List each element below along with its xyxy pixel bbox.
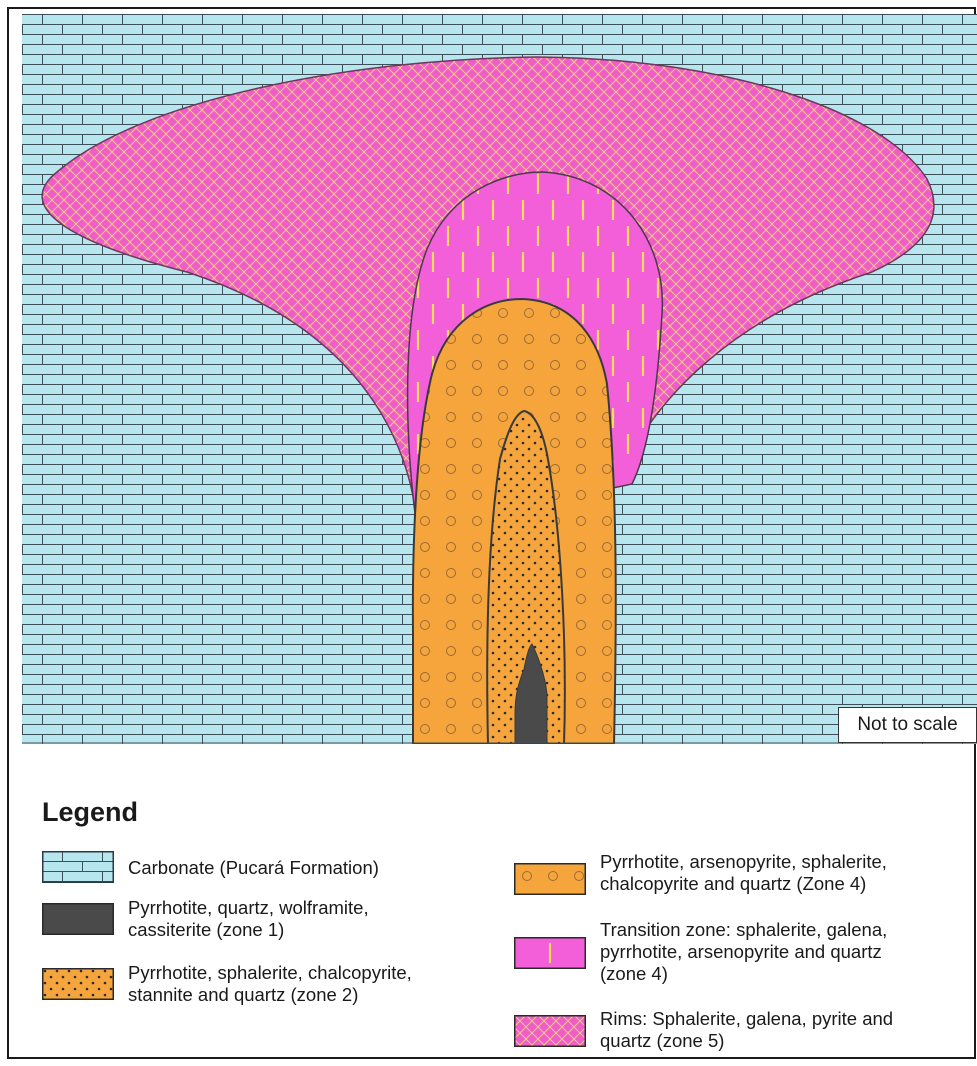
legend-item-transition: Transition zone: sphalerite, galena, pyr…	[514, 937, 887, 985]
zoning-diagram	[22, 14, 977, 744]
legend-label: stannite and quartz (zone 2)	[128, 984, 412, 1006]
legend-label: chalcopyrite and quartz (Zone 4)	[600, 873, 887, 895]
legend-label: quartz (zone 5)	[600, 1030, 893, 1052]
legend-label: (zone 4)	[600, 963, 887, 985]
legend-title: Legend	[42, 797, 138, 828]
legend-label: Pyrrhotite, sphalerite, chalcopyrite,	[128, 962, 412, 984]
legend-item-zone1: Pyrrhotite, quartz, wolframite, cassiter…	[42, 903, 369, 941]
legend-item-zone2: Pyrrhotite, sphalerite, chalcopyrite, st…	[42, 968, 412, 1006]
legend-label: pyrrhotite, arsenopyrite and quartz	[600, 941, 887, 963]
transition-swatch	[514, 937, 586, 969]
legend-label: Transition zone: sphalerite, galena,	[600, 919, 887, 941]
carbonate-swatch	[42, 851, 114, 883]
legend-label: cassiterite (zone 1)	[128, 919, 369, 941]
legend-label: Rims: Sphalerite, galena, pyrite and	[600, 1008, 893, 1030]
legend-item-carbonate: Carbonate (Pucará Formation)	[42, 851, 379, 883]
legend-label: Pyrrhotite, quartz, wolframite,	[128, 897, 369, 919]
zone4-swatch	[514, 863, 586, 895]
not-to-scale-note: Not to scale	[838, 707, 977, 743]
zone1-swatch	[42, 903, 114, 935]
rims-swatch	[514, 1015, 586, 1047]
zone2-swatch	[42, 968, 114, 1000]
legend-label: Pyrrhotite, arsenopyrite, sphalerite,	[600, 851, 887, 873]
legend-item-zone4: Pyrrhotite, arsenopyrite, sphalerite, ch…	[514, 863, 887, 895]
legend-item-rims: Rims: Sphalerite, galena, pyrite and qua…	[514, 1015, 893, 1052]
legend-label: Carbonate (Pucará Formation)	[128, 857, 379, 879]
